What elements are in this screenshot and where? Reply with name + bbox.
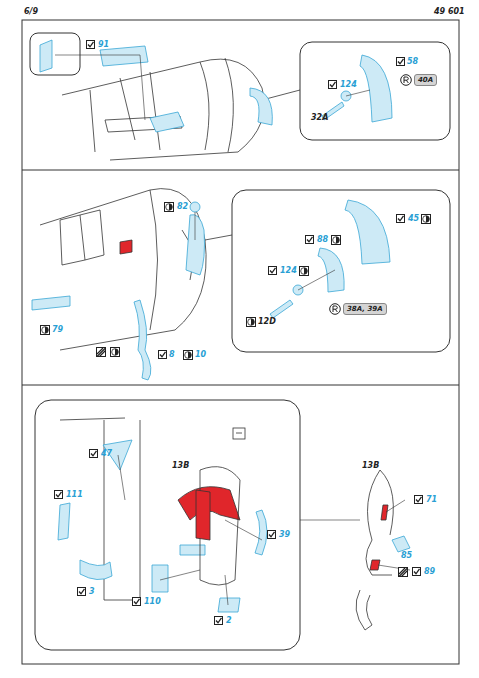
leader-lines bbox=[55, 55, 410, 605]
callout-number: 85 bbox=[401, 551, 412, 561]
callout-number: 124 bbox=[340, 80, 357, 90]
callout-number: 89 bbox=[424, 567, 435, 577]
instruction-icons bbox=[41, 41, 431, 625]
part-number: 13B bbox=[172, 461, 189, 471]
part-number: 38A, 39A bbox=[347, 305, 383, 313]
callout-number: 45 bbox=[408, 214, 419, 224]
kit-part-box: 38A, 39A bbox=[343, 303, 387, 315]
photo-etch-parts bbox=[32, 40, 410, 612]
page-number: 6/9 bbox=[24, 7, 38, 17]
page-frame bbox=[22, 20, 459, 664]
kit-part-box: 40A bbox=[414, 74, 437, 86]
callout-number: 2 bbox=[226, 616, 232, 626]
callout-number: 71 bbox=[426, 495, 437, 505]
part-number: 13B bbox=[362, 461, 379, 471]
part-number: 12D bbox=[258, 317, 276, 327]
part-number: 40A bbox=[418, 76, 433, 84]
callout-number: 82 bbox=[177, 202, 188, 212]
callout-number: 88 bbox=[317, 235, 328, 245]
seat-parts bbox=[120, 240, 388, 585]
callout-number: 79 bbox=[52, 325, 63, 335]
callout-number: 124 bbox=[280, 266, 297, 276]
callout-number: 3 bbox=[89, 587, 95, 597]
callout-number: 8 bbox=[169, 350, 175, 360]
callout-number: 10 bbox=[195, 350, 206, 360]
part-number: 32A bbox=[311, 113, 328, 123]
callout-number: 58 bbox=[407, 57, 418, 67]
callout-number: 110 bbox=[144, 597, 161, 607]
callout-number: 47 bbox=[101, 449, 112, 459]
callout-number: 111 bbox=[66, 490, 83, 500]
catalog-number: 49 601 bbox=[434, 7, 465, 17]
aircraft-nose bbox=[40, 58, 393, 630]
callout-number: 91 bbox=[98, 40, 109, 50]
callout-number: 39 bbox=[279, 530, 290, 540]
